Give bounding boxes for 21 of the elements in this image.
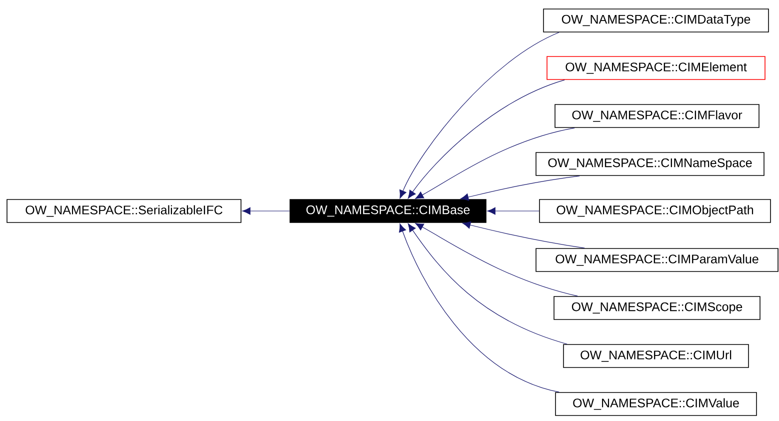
- arrow: [408, 80, 565, 199]
- class-box: OW_NAMESPACE::CIMUrl: [563, 344, 749, 368]
- class-box: OW_NAMESPACE::CIMValue: [555, 392, 757, 416]
- class-box: OW_NAMESPACE::SerializableIFC: [6, 199, 242, 223]
- class-box-highlighted: OW_NAMESPACE::CIMBase: [290, 199, 486, 223]
- arrow: [242, 207, 290, 215]
- class-box: OW_NAMESPACE::CIMParamValue: [536, 248, 778, 272]
- arrow: [399, 224, 560, 392]
- class-box: OW_NAMESPACE::CIMNameSpace: [536, 152, 764, 176]
- arrow: [415, 223, 578, 296]
- arrow: [408, 223, 568, 344]
- arrow: [487, 207, 540, 215]
- arrow: [399, 32, 560, 198]
- class-box: OW_NAMESPACE::CIMObjectPath: [539, 199, 771, 223]
- class-box: OW_NAMESPACE::CIMFlavor: [554, 104, 760, 128]
- arrow: [415, 128, 575, 199]
- arrow: [462, 221, 585, 248]
- class-box: OW_NAMESPACE::CIMElement: [546, 56, 766, 80]
- arrow: [460, 176, 580, 201]
- class-box: OW_NAMESPACE::CIMDataType: [543, 8, 769, 32]
- class-box: OW_NAMESPACE::CIMScope: [554, 296, 760, 320]
